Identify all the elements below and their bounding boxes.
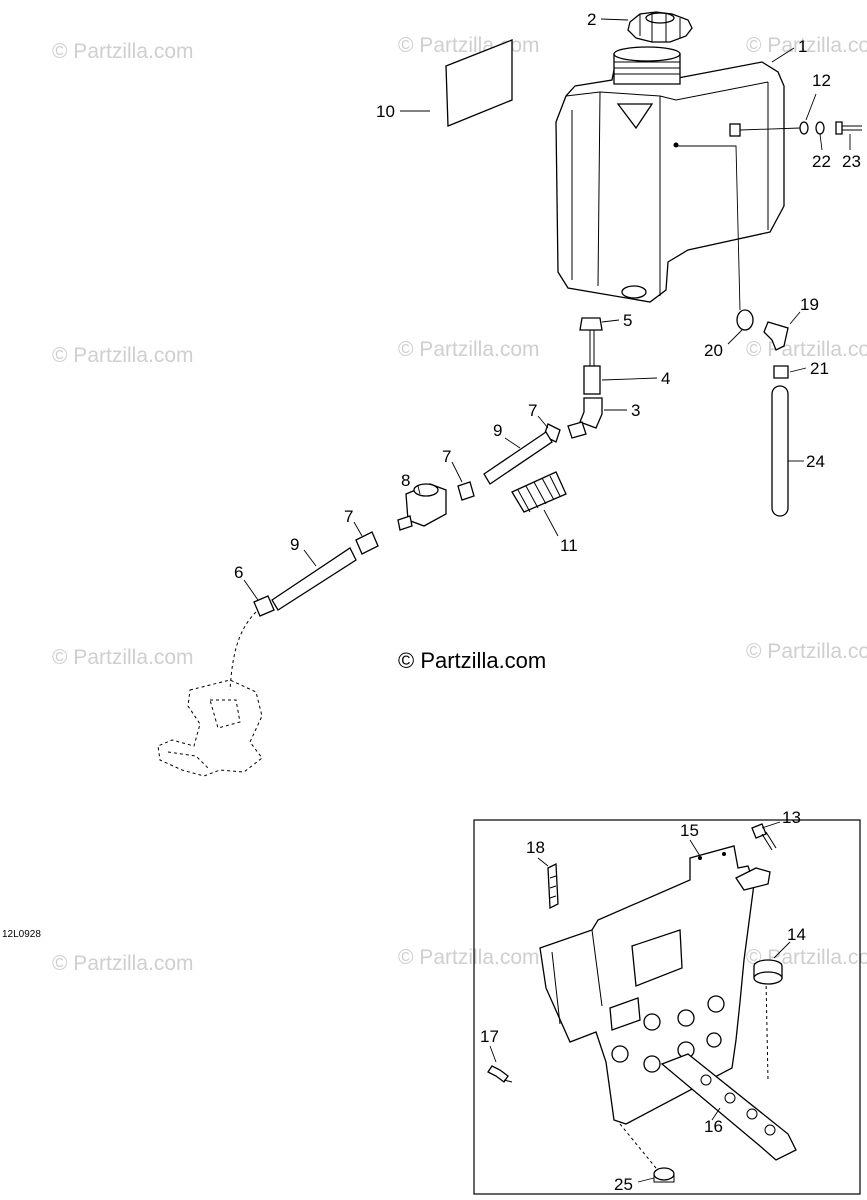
callout-5: 5 (623, 311, 632, 330)
tank-outlet-fittings (567, 317, 603, 439)
watermark: © Partzilla.com (746, 640, 867, 663)
watermark: © Partzilla.com (52, 40, 194, 63)
callout-14: 14 (787, 925, 806, 944)
tank-fasteners (739, 121, 862, 135)
leader-lines (243, 18, 851, 1183)
callout-12: 12 (812, 71, 831, 90)
partzilla-credit: © Partzilla.com (398, 648, 546, 673)
mounting-bracket (539, 845, 771, 1125)
watermark: © Partzilla.com (52, 344, 194, 367)
callout-16: 16 (704, 1117, 723, 1136)
callout-23: 23 (842, 152, 861, 171)
watermark: © Partzilla.com (398, 34, 540, 57)
callout-1: 1 (798, 37, 807, 56)
callout-10: 10 (376, 102, 395, 121)
clip (547, 862, 559, 910)
callout-8: 8 (401, 471, 410, 490)
watermark: © Partzilla.com (398, 338, 540, 361)
callout-17: 17 (480, 1027, 499, 1046)
watermark: © Partzilla.com (52, 952, 194, 975)
callout-22: 22 (812, 152, 831, 171)
bolt (751, 823, 777, 851)
rivet (487, 1065, 513, 1083)
fuel-cap (627, 11, 693, 43)
callout-24: 24 (806, 452, 825, 471)
callout-20: 20 (704, 341, 723, 360)
watermark: © Partzilla.com (398, 946, 540, 969)
grommet (753, 959, 783, 985)
callout-labels: 1 2 3 4 5 6 7 7 7 8 9 9 10 11 12 13 14 1… (234, 10, 861, 1194)
callout-2: 2 (587, 10, 596, 29)
decal-label (445, 39, 513, 127)
inset-box (473, 819, 861, 1195)
callout-13: 13 (782, 808, 801, 827)
filler-neck (613, 46, 681, 85)
callout-18: 18 (526, 838, 545, 857)
vent-line (678, 145, 789, 517)
callout-4: 4 (661, 369, 670, 388)
callout-7c: 7 (344, 507, 353, 526)
watermark: © Partzilla.com (746, 338, 867, 361)
skid-plate (619, 979, 797, 1169)
watermark: © Partzilla.com (52, 646, 194, 669)
fuel-tank (555, 61, 785, 303)
callout-9b: 9 (290, 535, 299, 554)
callout-7b: 7 (442, 447, 451, 466)
callout-25: 25 (614, 1175, 633, 1194)
nut (653, 1167, 675, 1183)
callout-15: 15 (680, 821, 699, 840)
callout-21: 21 (810, 359, 829, 378)
callout-7a: 7 (528, 401, 537, 420)
throttle-body-sketch (157, 679, 263, 777)
watermark-layer: © Partzilla.com © Partzilla.com © Partzi… (52, 34, 867, 975)
callout-9a: 9 (493, 421, 502, 440)
callout-11: 11 (560, 536, 578, 555)
watermark: © Partzilla.com (746, 34, 867, 57)
callout-19: 19 (800, 295, 819, 314)
callout-3: 3 (631, 401, 640, 420)
figure-code: 12L0928 (2, 929, 41, 940)
fuel-line-assembly (229, 423, 567, 691)
callout-6: 6 (234, 563, 243, 582)
